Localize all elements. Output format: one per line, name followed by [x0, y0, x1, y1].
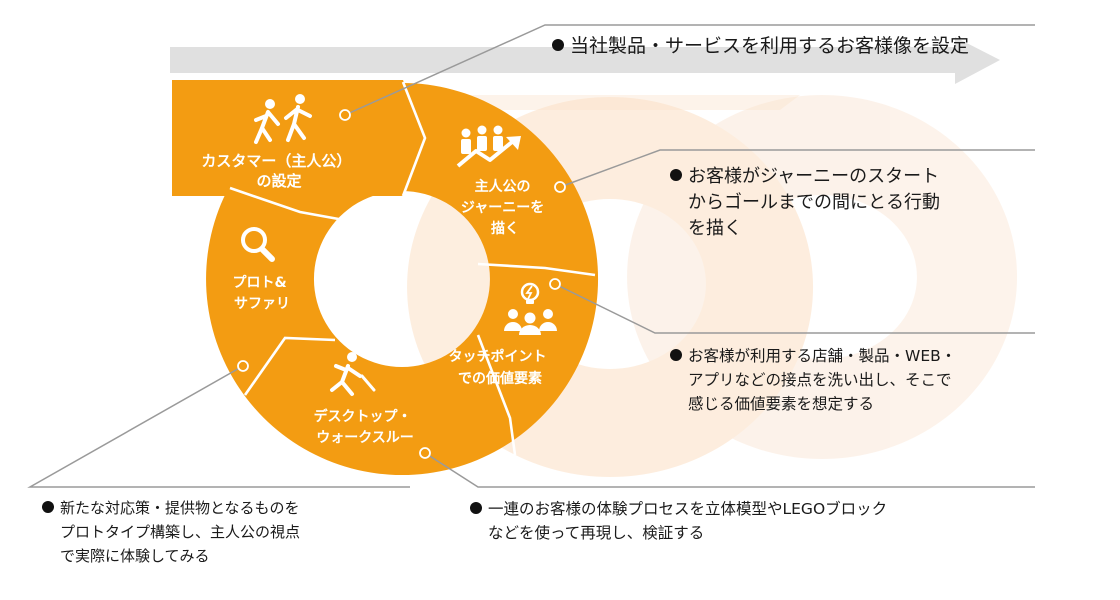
segment-label-touchpoint: タッチポイント での価値要素 — [449, 348, 552, 387]
leader-lines — [27, 24, 1035, 488]
magnifier-icon — [241, 227, 275, 262]
note-prototype: 新たな対応策・提供物となるものを プロトタイプ構築し、主人公の視点 で実際に体験… — [42, 496, 300, 568]
progress-arrow — [170, 37, 1000, 84]
segment-label-journey: 主人公の ジャーニーを 描く — [461, 178, 549, 237]
running-people-icon — [254, 94, 312, 144]
idea-team-icon — [504, 282, 557, 335]
segment-separators — [229, 81, 596, 456]
background-arrow-band — [470, 95, 800, 110]
bullet-icon — [42, 500, 54, 513]
bullet-icon — [470, 501, 482, 514]
segment-label-walkthrough: デスクトップ・ ウォークスルー — [314, 408, 417, 446]
note-customer: 当社製品・サービスを利用するお客様像を設定 — [552, 32, 969, 60]
bullet-icon — [670, 169, 682, 181]
group-growth-icon — [456, 125, 521, 168]
customer-banner — [172, 80, 425, 196]
note-journey: お客様がジャーニーのスタート からゴールまでの間にとる行動 を描く — [670, 164, 940, 242]
leader-dots — [237, 109, 566, 459]
runner-icon — [330, 352, 376, 396]
segment-label-prototype: プロト& サファリ — [232, 275, 291, 312]
bullet-icon — [552, 38, 564, 51]
note-walkthrough: 一連のお客様の体験プロセスを立体模型やLEGOブロック などを使って再現し、検証… — [470, 497, 887, 545]
segment-label-customer: カスタマー（主人公） の設定 — [201, 152, 356, 190]
bullet-icon — [670, 348, 682, 361]
note-touchpoint: お客様が利用する店舗・製品・WEB・ アプリなどの接点を洗い出し、そこで 感じる… — [670, 344, 956, 416]
